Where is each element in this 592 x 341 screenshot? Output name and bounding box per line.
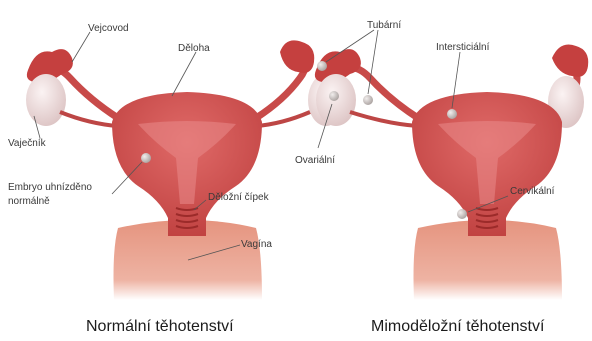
embryo-tubal-fimbrial [317, 61, 327, 71]
embryo-cervical [457, 209, 467, 219]
label-tubal: Tubární [367, 20, 401, 32]
right-fimbriae [280, 40, 314, 73]
left-ovary [26, 74, 66, 126]
label-vagina: Vagína [241, 239, 272, 251]
embryo-interstitial [447, 109, 457, 119]
label-oviduct: Vejcovod [88, 23, 129, 35]
label-interstitial: Intersticiální [436, 42, 489, 54]
embryo-ovarian [329, 91, 339, 101]
embryo-tubal-isthmic [363, 95, 373, 105]
label-ovarian: Ovariální [295, 155, 335, 167]
label-embryo-normal-line1: Embryo uhnízděno [8, 182, 92, 194]
label-embryo-normal-line2: normálně [8, 196, 50, 208]
caption-ectopic-pregnancy: Mimoděložní těhotenství [371, 318, 544, 336]
right-fimbriae [552, 45, 588, 77]
label-cervical: Cervikální [510, 186, 554, 198]
embryo-normal [141, 153, 151, 163]
ectopic-pregnancy-figure [315, 30, 588, 300]
label-ovary: Vaječník [8, 138, 46, 150]
label-uterus: Děloha [178, 43, 210, 55]
label-cervix: Děložní čípek [208, 192, 269, 204]
caption-normal-pregnancy: Normální těhotenství [86, 318, 234, 336]
